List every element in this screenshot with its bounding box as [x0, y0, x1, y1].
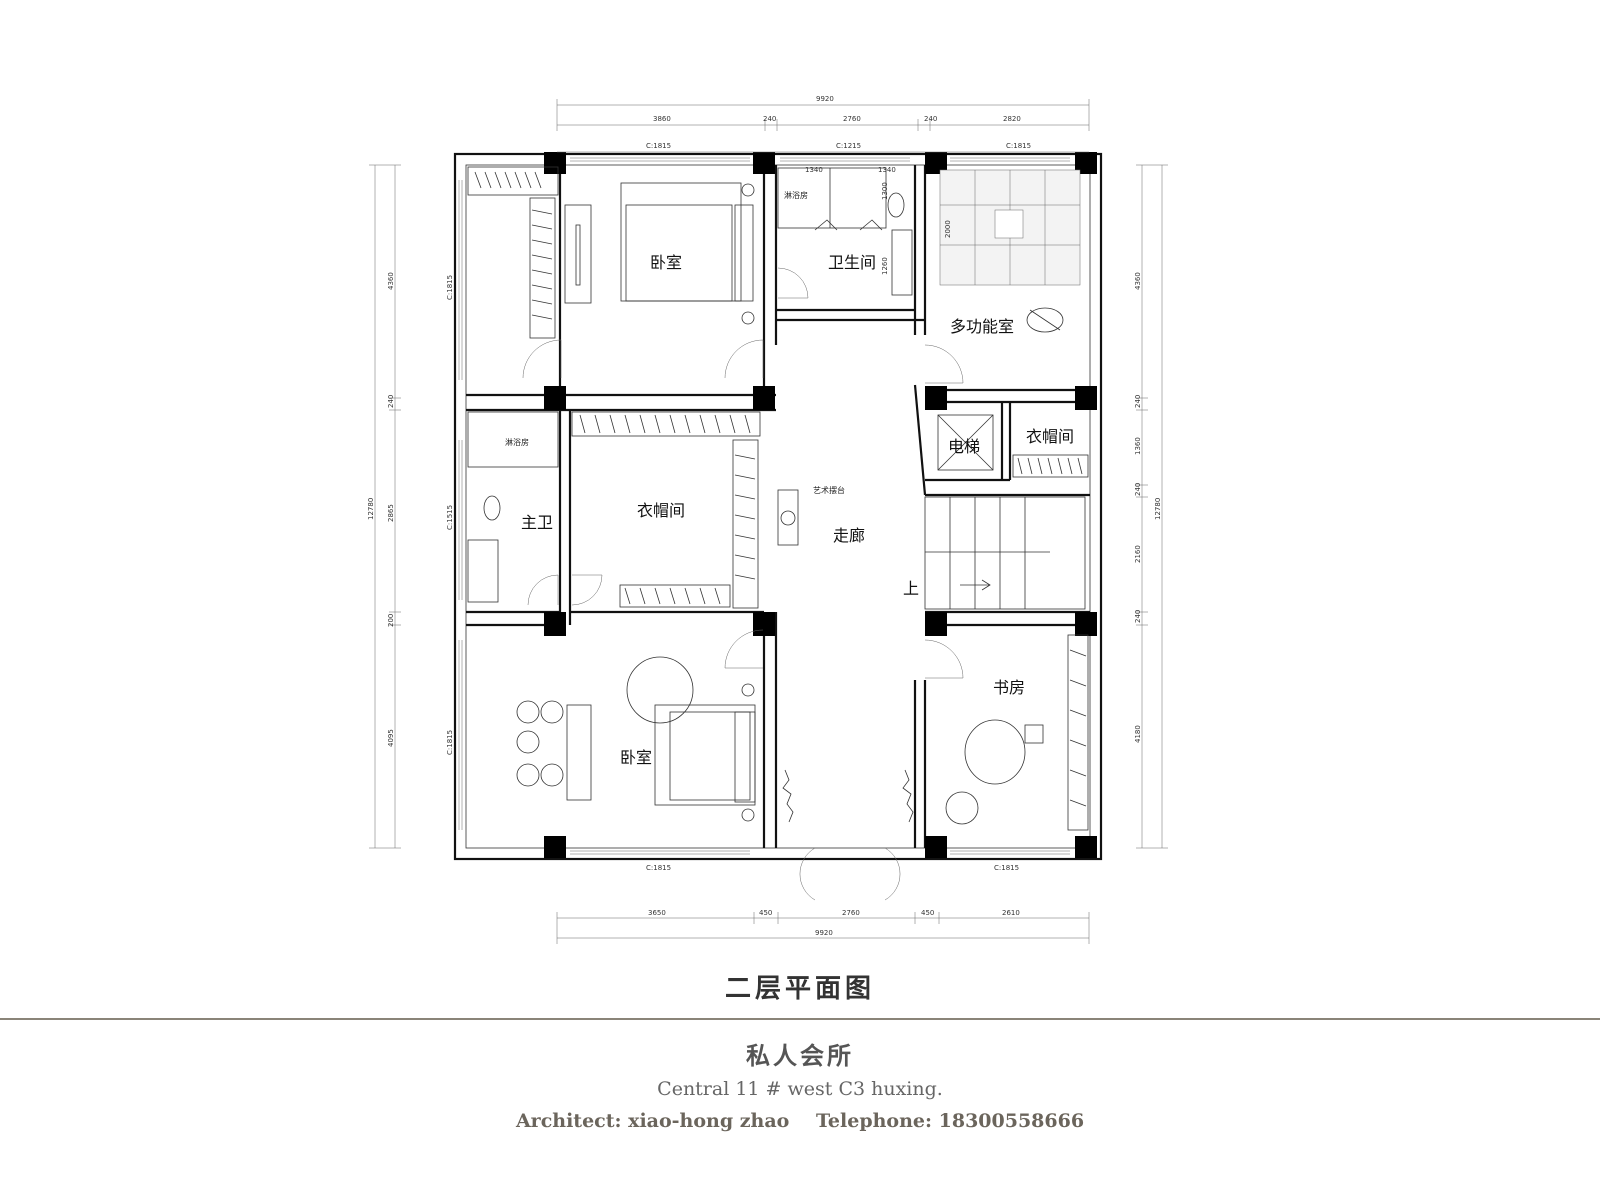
dim-bath-width-left: 1340: [805, 166, 823, 174]
art-stand: [777, 489, 799, 546]
master-bath-fixtures: [467, 411, 559, 603]
dim-top-window-1: C:1815: [646, 142, 671, 150]
dimension-lines-top: [556, 99, 1090, 153]
dim-bottom-window-1: C:1815: [646, 864, 671, 872]
label-art-stand: 艺术摆台: [813, 485, 845, 495]
label-elevator: 电梯: [948, 437, 980, 456]
wardrobe-top-left: [467, 166, 559, 339]
architect-telephone: Telephone: 18300558666: [815, 1110, 1085, 1132]
door-swings: [522, 267, 964, 901]
dim-top-segment-3: 2760: [843, 115, 861, 123]
dim-left-window-3: C:1815: [446, 730, 454, 755]
project-subtitle: Central 11 # west C3 huxing.: [657, 1078, 943, 1100]
label-shower-top: 淋浴房: [784, 190, 808, 200]
dim-left-segment-2: 240: [387, 395, 395, 408]
dimension-lines-right: [1136, 164, 1168, 849]
windows: [458, 157, 1070, 855]
dim-top-segment-5: 2820: [1003, 115, 1021, 123]
dim-top-window-3: C:1815: [1006, 142, 1031, 150]
dimension-lines-left: [369, 164, 401, 849]
dim-right-segment-1: 4360: [1134, 272, 1142, 290]
lounge-chair: [1026, 307, 1064, 333]
label-multi-function-room: 多功能室: [950, 317, 1014, 336]
dim-right-total: 12780: [1154, 498, 1162, 520]
footer-divider: [0, 1018, 1600, 1020]
dim-right-segment-4: 240: [1134, 483, 1142, 496]
label-wardrobe-center: 衣帽间: [637, 501, 685, 520]
dim-bath-inner-1: 1300: [881, 182, 889, 200]
dimension-lines-bottom: [556, 912, 1090, 944]
wardrobe-right: [1012, 454, 1089, 478]
dim-top-segment-4: 240: [924, 115, 937, 123]
dim-left-segment-1: 4360: [387, 272, 395, 290]
dim-left-window-2: C:1515: [446, 505, 454, 530]
project-name: 私人会所: [746, 1041, 854, 1070]
dim-top-total: 9920: [816, 95, 834, 103]
label-master-bath: 主卫: [521, 513, 553, 532]
bed-bottom: [516, 656, 756, 822]
dim-left-window-1: C:1815: [446, 275, 454, 300]
label-wardrobe-small: 衣帽间: [1026, 427, 1074, 446]
outer-wall: [453, 152, 1103, 861]
structural-columns: [544, 152, 1097, 858]
tatami-grid: [939, 169, 1081, 286]
label-bathroom: 卫生间: [828, 253, 876, 272]
dim-top-segment-2: 240: [763, 115, 776, 123]
dim-top-segment-1: 3860: [653, 115, 671, 123]
dim-bottom-total: 9920: [815, 929, 833, 937]
staircase: [924, 496, 1086, 610]
plants: [782, 769, 914, 823]
outer-wall-inner: [465, 164, 1091, 849]
wardrobe-center: [571, 411, 761, 609]
label-bedroom-bottom: 卧室: [620, 748, 652, 767]
dim-left-segment-5: 4095: [387, 729, 395, 747]
elevator-shaft: [937, 414, 994, 471]
dim-bath-inner-2: 1260: [881, 257, 889, 275]
dim-top-window-2: C:1215: [836, 142, 861, 150]
bed-top: [564, 182, 755, 325]
label-corridor: 走廊: [833, 526, 865, 545]
dim-bottom-segment-1: 3650: [648, 909, 666, 917]
label-shower-master: 淋浴房: [505, 437, 529, 447]
label-bedroom-top: 卧室: [650, 253, 682, 272]
dim-right-segment-7: 4180: [1134, 725, 1142, 743]
dim-bottom-segment-3: 2760: [842, 909, 860, 917]
dim-multi-inner: 2000: [944, 220, 952, 238]
dim-bottom-segment-4: 450: [921, 909, 934, 917]
dim-bottom-segment-2: 450: [759, 909, 772, 917]
dim-right-segment-5: 2160: [1134, 545, 1142, 563]
dim-left-segment-3: 2865: [387, 504, 395, 522]
label-study: 书房: [993, 678, 1025, 697]
architect-name: Architect: xiao-hong zhao: [515, 1110, 790, 1132]
dim-left-segment-4: 200: [387, 614, 395, 627]
interior-walls: [466, 165, 1090, 848]
dim-bottom-window-2: C:1815: [994, 864, 1019, 872]
dim-left-total: 12780: [367, 498, 375, 520]
architect-line: Architect: xiao-hong zhao Telephone: 183…: [0, 1110, 1600, 1132]
study-furniture: [945, 634, 1089, 831]
label-stair-up: 上: [903, 579, 919, 598]
dim-bottom-segment-5: 2610: [1002, 909, 1020, 917]
dim-right-segment-2: 240: [1134, 395, 1142, 408]
dim-right-segment-3: 1360: [1134, 437, 1142, 455]
dim-bath-width-right: 1340: [878, 166, 896, 174]
dim-right-segment-6: 240: [1134, 610, 1142, 623]
plan-title: 二层平面图: [724, 974, 875, 1004]
bathroom-top-fixtures: [777, 167, 913, 296]
